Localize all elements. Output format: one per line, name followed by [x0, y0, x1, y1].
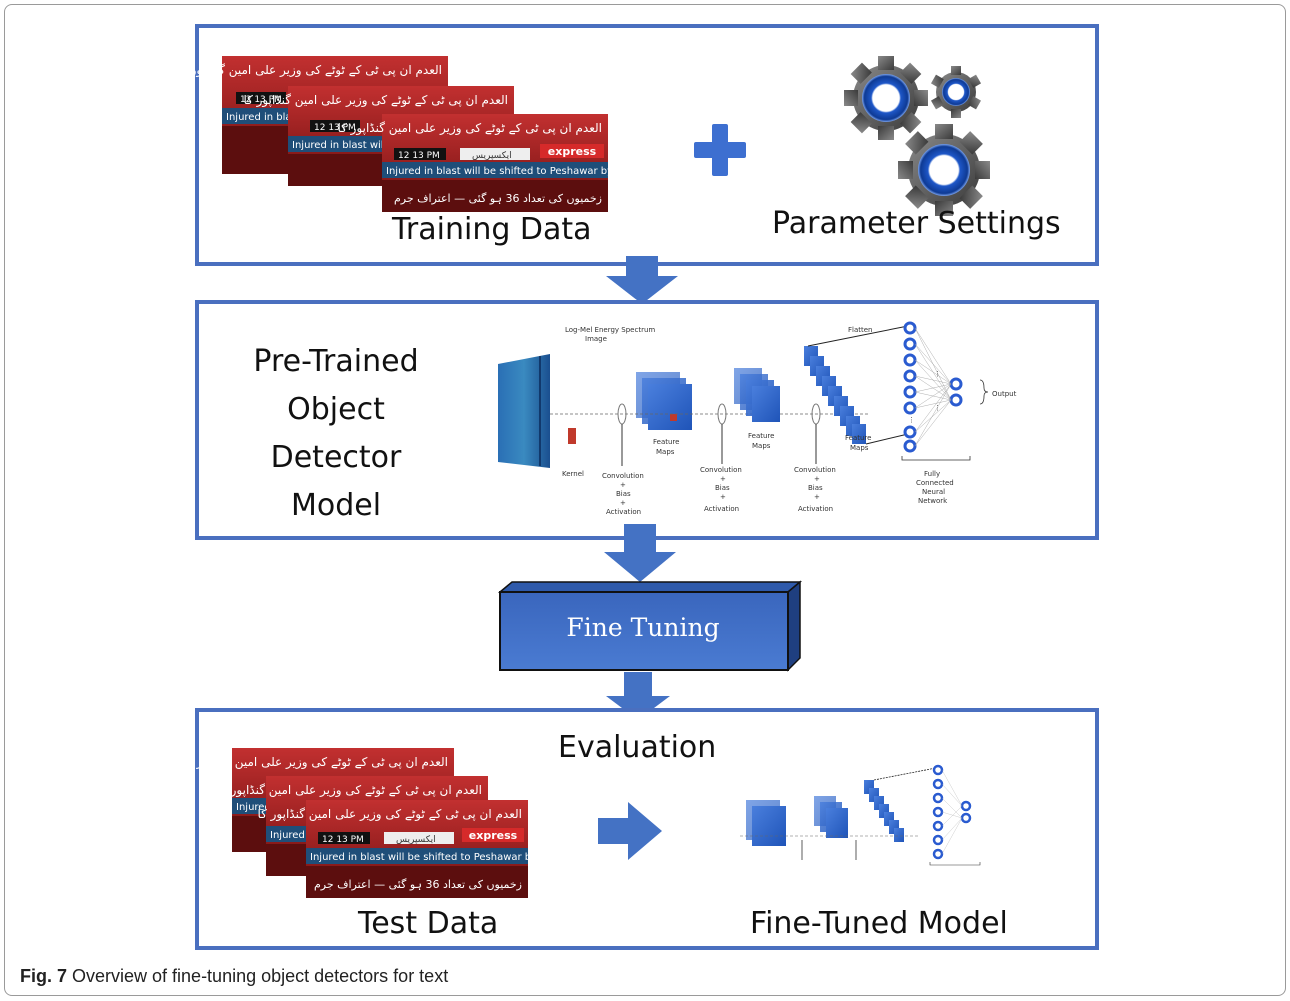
arrow-right-icon	[598, 802, 662, 860]
model-title-line2: Object	[287, 392, 385, 427]
conv3-label-a: Convolution	[794, 466, 836, 474]
evaluation-label: Evaluation	[558, 730, 717, 765]
conv3-label-e: Activation	[798, 505, 833, 513]
figure-caption-text: Overview of fine-tuning object detectors…	[67, 966, 449, 986]
mini-feature-maps-1	[746, 800, 786, 846]
training-data-label: Training Data	[392, 212, 592, 247]
test-data-label: Test Data	[358, 906, 499, 941]
gear-large	[844, 56, 928, 140]
mini-fully-connected	[932, 764, 972, 860]
model-title-line1: Pre-Trained	[253, 344, 419, 379]
test-card-front: العدم ان پی ٹی کے ٹوٹے کی وزیر علی امین …	[257, 800, 549, 898]
conv1-label-d: +	[620, 499, 626, 507]
flatten-label: Flatten	[848, 326, 873, 334]
gear-small	[930, 66, 982, 118]
fc-label-a: Fully	[924, 470, 940, 478]
conv2-label-c: Bias	[715, 484, 730, 492]
training-card-front: العدم ان پی ٹی کے ٹوٹے کی وزیر علی امین …	[337, 114, 625, 212]
fully-connected-network: Flatten ⋮ ⋮ ⋮ Output Ful	[807, 321, 1017, 505]
urdu-headline: العدم ان پی ٹی کے ٹوٹے کی وزیر علی امین …	[257, 807, 522, 822]
training-card-stack: العدم ان پی ٹی کے ٹوٹے کی وزیر علی امین …	[177, 56, 625, 212]
mini-feature-maps-2	[814, 796, 848, 838]
model-title-line4: Model	[290, 488, 382, 523]
mini-feature-maps-3	[864, 780, 904, 842]
conv2-label-a: Convolution	[700, 466, 742, 474]
conv-block-1: Convolution + Bias + Activation	[550, 403, 870, 516]
svg-text:⋮: ⋮	[934, 370, 941, 378]
fmap3-label-b: Maps	[850, 444, 869, 452]
brand-urdu: ایکسپریس	[472, 151, 512, 161]
urdu-bottom: زخمیوں کی تعداد 36 ہو گئی — اعتراف جرم	[314, 878, 522, 891]
fmap1-label-a: Feature	[653, 438, 679, 446]
fmap1-label-b: Maps	[656, 448, 675, 456]
plus-icon	[694, 124, 746, 176]
urdu-headline: العدم ان پی ٹی کے ٹوٹے کی وزیر علی امین …	[217, 783, 482, 798]
conv-block-2: Convolution + Bias + Activation	[700, 403, 742, 513]
brand-urdu: ایکسپریس	[396, 835, 436, 845]
brand-logo: express	[469, 829, 518, 842]
input-sub: Image	[585, 335, 607, 343]
svg-text:⋮: ⋮	[908, 416, 915, 424]
feature-maps-1: Feature Maps	[636, 372, 692, 456]
gear-icon	[844, 56, 990, 216]
spectrum-input: Log-Mel Energy Spectrum Image Kernel	[498, 326, 655, 478]
parameter-settings-label: Parameter Settings	[772, 206, 1061, 241]
urdu-headline: العدم ان پی ٹی کے ٹوٹے کی وزیر علی امین …	[337, 121, 602, 136]
conv3-label-b: +	[814, 475, 820, 483]
arrow-down-icon	[606, 256, 678, 304]
fc-label-c: Neural	[922, 488, 945, 496]
card-time: 12 13 PM	[398, 151, 440, 161]
fine-tuning-box	[497, 580, 803, 672]
model-title: Pre-Trained Object Detector Model	[226, 338, 446, 530]
fmap3-label-a: Feature	[845, 434, 871, 442]
feature-maps-3: Feature Maps	[804, 346, 871, 452]
english-ticker: Injured in blast will be shifted to Pesh…	[310, 852, 549, 863]
arrow-down-icon	[604, 524, 676, 582]
fc-label-d: Network	[918, 497, 948, 505]
figure-caption: Fig. 7 Overview of fine-tuning object de…	[20, 966, 448, 987]
model-title-line3: Detector	[270, 440, 402, 475]
conv3-label-c: Bias	[808, 484, 823, 492]
fmap2-label-a: Feature	[748, 432, 774, 440]
conv-block-3: Convolution + Bias + Activation	[794, 403, 836, 513]
fine-tuning-label: Fine Tuning	[566, 612, 720, 642]
urdu-bottom: زخمیوں کی تعداد 36 ہو گئی — اعتراف جرم	[394, 192, 602, 205]
conv3-label-d: +	[814, 493, 820, 501]
urdu-headline: العدم ان پی ٹی کے ٹوٹے کی وزیر علی امین …	[177, 63, 442, 78]
urdu-headline: العدم ان پی ٹی کے ٹوٹے کی وزیر علی امین …	[183, 755, 448, 770]
card-time: 12 13 PM	[322, 835, 364, 845]
brand-logo: express	[548, 145, 597, 158]
card-time: 12 13 PM	[314, 123, 356, 133]
card-time: 12 13 PM	[240, 95, 282, 105]
urdu-headline: العدم ان پی ٹی کے ٹوٹے کی وزیر علی امین …	[243, 93, 508, 108]
fine-tuned-model-label: Fine-Tuned Model	[750, 906, 1008, 941]
conv1-label-b: +	[620, 481, 626, 489]
fine-tuned-model-diagram	[740, 764, 981, 866]
english-ticker: Injured in blast will be shifted to Pesh…	[386, 166, 625, 177]
fc-label-b: Connected	[916, 479, 954, 487]
conv1-label-e: Activation	[606, 508, 641, 516]
fmap2-label-b: Maps	[752, 442, 771, 450]
output-label: Output	[992, 390, 1017, 398]
conv2-label-d: +	[720, 493, 726, 501]
figure-number: Fig. 7	[20, 966, 68, 986]
gear-bottom	[898, 124, 990, 216]
conv1-label-c: Bias	[616, 490, 631, 498]
kernel-label: Kernel	[562, 470, 584, 478]
conv1-label-a: Convolution	[602, 472, 644, 480]
conv2-label-e: Activation	[704, 505, 739, 513]
cnn-architecture-diagram: Log-Mel Energy Spectrum Image Kernel Fea…	[498, 321, 1017, 516]
conv2-label-b: +	[720, 475, 726, 483]
feature-maps-2: Feature Maps	[734, 368, 780, 450]
test-card-stack: العدم ان پی ٹی کے ٹوٹے کی وزیر علی امین …	[183, 748, 549, 898]
input-title: Log-Mel Energy Spectrum	[565, 326, 655, 334]
svg-text:⋮: ⋮	[934, 404, 941, 412]
